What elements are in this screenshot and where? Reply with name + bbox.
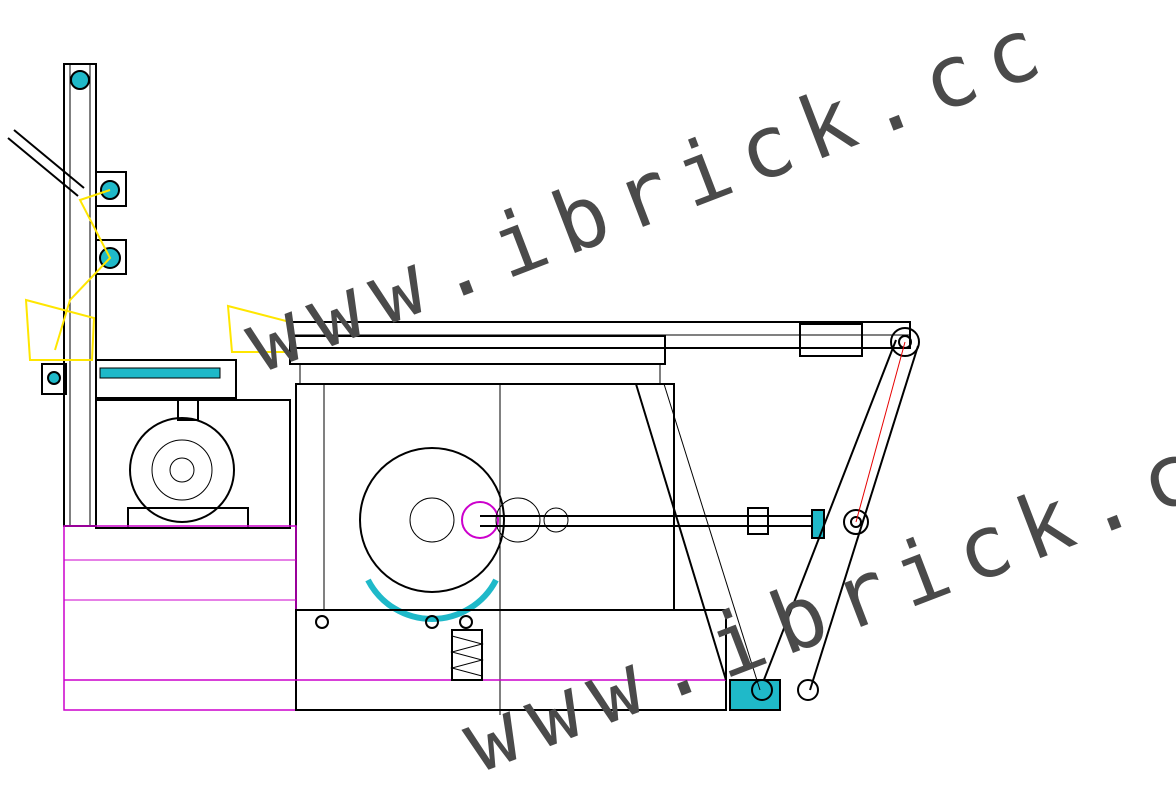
motor <box>95 399 291 529</box>
base-frame <box>63 525 727 711</box>
gearbox <box>359 447 569 622</box>
swing-arm <box>729 339 919 711</box>
left-mast <box>7 63 127 527</box>
slanted-support <box>635 383 727 681</box>
machine-drawing <box>7 63 920 715</box>
work-table <box>95 335 666 399</box>
